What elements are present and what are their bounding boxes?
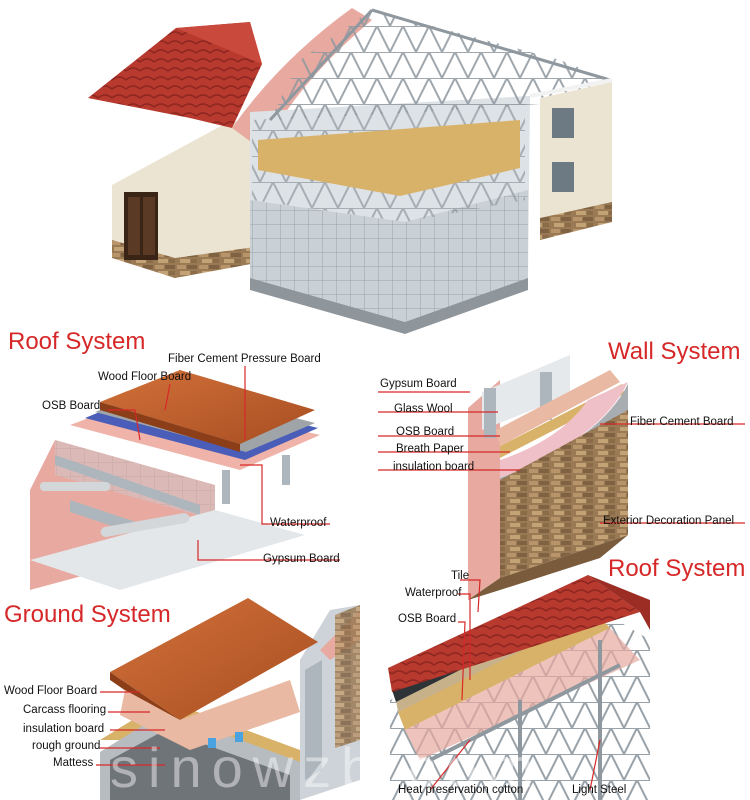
roof-system-title: Roof System — [8, 328, 146, 355]
label-fiber-cement-pressure-board: Fiber Cement Pressure Board — [168, 353, 321, 365]
label-waterproof: Waterproof — [270, 517, 327, 529]
label-wall-osb-board: OSB Board — [396, 426, 455, 438]
ground-system-title: Ground System — [4, 601, 171, 628]
label-gypsum-board: Gypsum Board — [263, 553, 340, 565]
label-mattess: Mattess — [53, 757, 94, 769]
ground-system-panel — [100, 598, 360, 800]
label-fiber-cement-board: Fiber Cement Board — [630, 416, 734, 428]
wall-system-title: Wall System — [608, 338, 741, 365]
label-wall-insulation-board: insulation board — [393, 461, 475, 473]
wall-system-panel — [468, 355, 628, 600]
roof-system-panel — [30, 370, 320, 590]
label-glass-wool: Glass Wool — [394, 403, 453, 415]
label-tile: Tile — [451, 570, 470, 582]
leader-lines — [96, 366, 745, 791]
label-light-steel: Light Steel — [572, 784, 627, 796]
roof-system-2-title: Roof System — [608, 555, 746, 582]
label-breath-paper: Breath Paper — [396, 443, 464, 455]
label-roof2-osb-board: OSB Board — [398, 613, 457, 625]
label-exterior-decoration-panel: Exterior Decoration Panel — [603, 515, 735, 527]
label-roof2-waterproof: Waterproof — [405, 587, 462, 599]
house-illustration — [88, 8, 613, 334]
label-ground-wood-floor-board: Wood Floor Board — [4, 685, 98, 697]
label-wood-floor-board: Wood Floor Board — [98, 371, 192, 383]
label-heat-preservation-cotton: Heat preservation cotton — [398, 784, 524, 796]
label-osb-board: OSB Board — [42, 400, 101, 412]
label-rough-ground: rough ground — [32, 740, 101, 752]
label-wall-gypsum-board: Gypsum Board — [380, 378, 457, 390]
label-ground-insulation-board: insulation board — [23, 723, 105, 735]
roof-system-2-panel — [388, 575, 650, 800]
watermark-text: sinowzb.com — [110, 736, 544, 799]
label-carcass-flooring: Carcass flooring — [23, 704, 107, 716]
